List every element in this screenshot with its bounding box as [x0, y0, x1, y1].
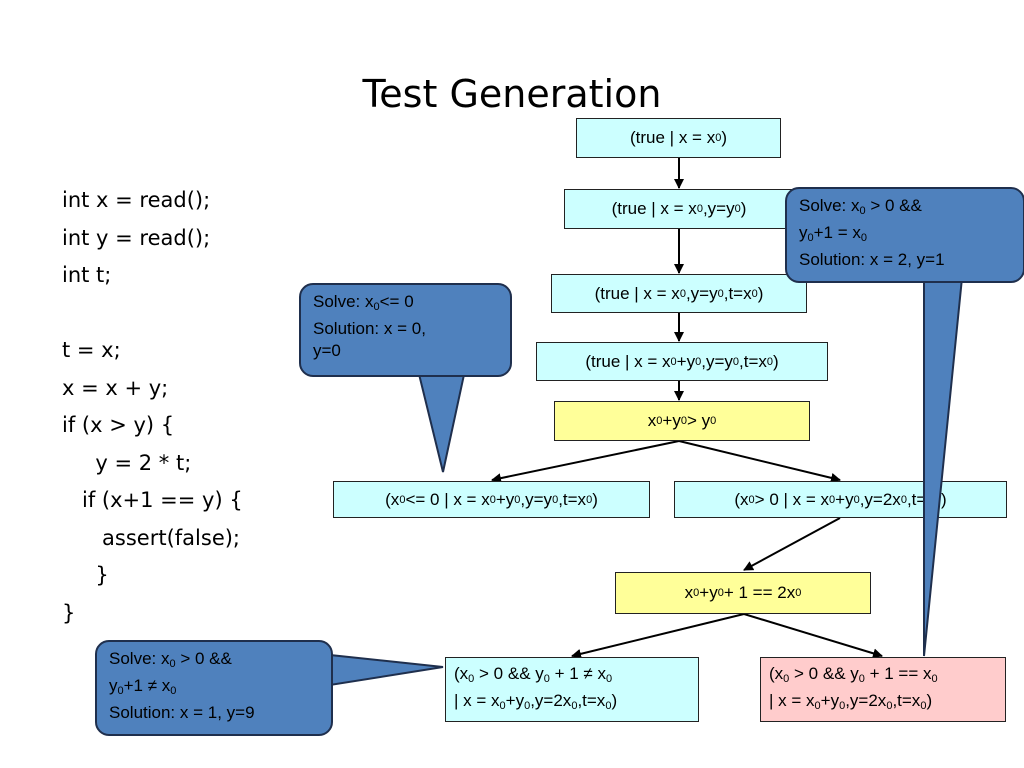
edge-right-cond2 [743, 517, 841, 571]
callout-solve-le-zero-line3: y=0 [313, 341, 341, 360]
code-line: t = x; [62, 338, 121, 362]
page-title: Test Generation [362, 72, 662, 116]
code-line: } [62, 600, 76, 625]
callout-solve-eq-line3: Solution: x = 2, y=1 [799, 250, 945, 269]
callout-tail-solve-le-zero [416, 369, 467, 473]
node-leaf-not-equal: (x0 > 0 && y0 + 1 ≠ x0 | x = x0+y0,y=2x0… [445, 657, 699, 722]
callout-solve-eq-line1: Solve: x0 > 0 && [799, 196, 922, 217]
callout-solve-le-zero: Solve: x0<= 0 Solution: x = 0, y=0 [299, 283, 512, 377]
callout-tail-solve-eq [923, 277, 964, 657]
code-line: x = x + y; [62, 375, 169, 400]
callout-solve-le-zero-line1: Solve: x0<= 0 [313, 292, 414, 313]
node-true-branch: (x0 > 0 | x = x0+y0,y=2x0,t=x0) [674, 481, 1007, 518]
code-line: } [62, 563, 109, 587]
edge-cond1-right [678, 440, 841, 483]
code-line: int x = read(); [62, 188, 211, 212]
callout-solve-neq-line1: Solve: x0 > 0 && [109, 649, 232, 670]
code-line: y = 2 * t; [62, 450, 192, 475]
callout-solve-neq-line2: y0+1 ≠ x0 [109, 676, 177, 697]
edge-cond1-left [491, 440, 680, 484]
code-line: int y = read(); [62, 225, 211, 250]
callout-tail-solve-neq [329, 653, 444, 687]
callout-solve-neq: Solve: x0 > 0 && y0+1 ≠ x0 Solution: x =… [95, 640, 333, 736]
code-line: if (x+1 == y) { [62, 488, 243, 512]
node-leaf-not-equal-line1: (x0 > 0 && y0 + 1 ≠ x0 [454, 663, 613, 685]
edge-cond2-eq [743, 613, 883, 659]
code-line: assert(false); [62, 525, 241, 550]
node-leaf-assert: (x0 > 0 && y0 + 1 == x0 | x = x0+y0,y=2x… [760, 657, 1006, 722]
node-leaf-assert-line1: (x0 > 0 && y0 + 1 == x0 [769, 663, 938, 685]
callout-solve-neq-line3: Solution: x = 1, y=9 [109, 703, 255, 722]
node-leaf-not-equal-line2: | x = x0+y0,y=2x0,t=x0) [454, 690, 618, 712]
node-leaf-assert-line2: | x = x0+y0,y=2x0,t=x0) [769, 690, 933, 712]
code-line: if (x > y) { [62, 413, 175, 437]
callout-solve-eq-line2: y0+1 = x0 [799, 223, 868, 244]
callout-solve-eq: Solve: x0 > 0 && y0+1 = x0 Solution: x =… [785, 187, 1024, 283]
code-line: int t; [62, 263, 112, 287]
callout-solve-le-zero-line2: Solution: x = 0, [313, 319, 426, 338]
edge-cond2-neq [571, 613, 745, 659]
code-listing: int x = read(); int y = read(); int t; t… [62, 182, 243, 632]
